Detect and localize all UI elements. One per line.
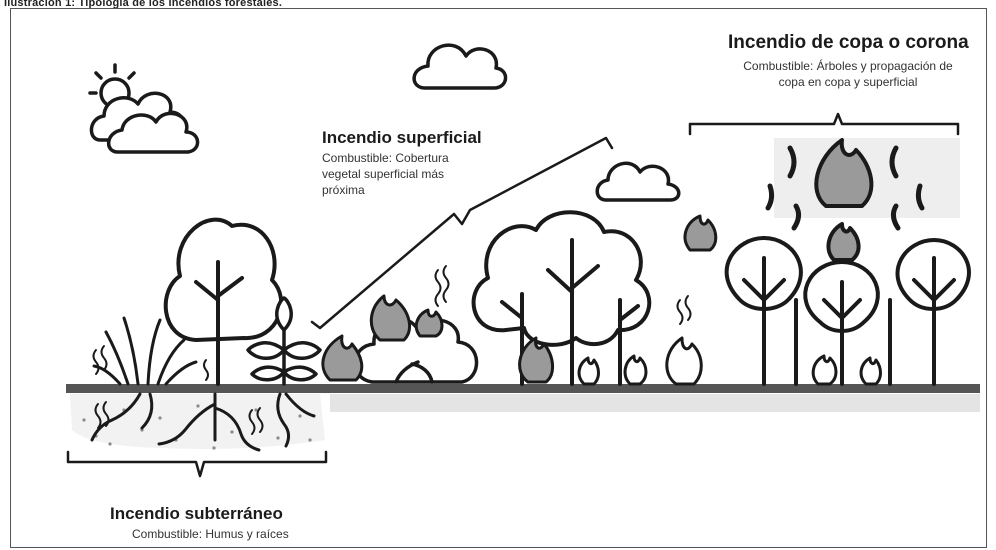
- cloud-icon: [595, 161, 681, 202]
- surface-fire-fuel-line2: vegetal superficial más: [322, 167, 445, 181]
- crown-fire-fuel: Combustible: Árboles y propagación de co…: [708, 58, 988, 90]
- tree-icon: [163, 217, 284, 386]
- tree-icon: [724, 236, 803, 386]
- crown-fire-fuel-line2: copa en copa y superficial: [778, 75, 918, 89]
- surface-fire-fuel: Combustible: Cobertura vegetal superfici…: [322, 150, 522, 198]
- surface-fire-fuel-line3: próxima: [322, 183, 365, 197]
- underground-fire-bracket: [66, 450, 328, 478]
- flame-icon: [814, 138, 874, 262]
- tree-icon: [794, 298, 892, 386]
- figure-caption: Ilustración 1: Tipología de los incendio…: [4, 0, 283, 9]
- ground: [66, 384, 980, 412]
- surface-fire-title: Incendio superficial: [322, 128, 482, 147]
- heat-wave-icon: [765, 145, 925, 231]
- heat-wave-icon: [676, 295, 692, 325]
- surface-fire-bracket: [310, 136, 614, 330]
- tree-icon: [471, 210, 652, 386]
- soil-layer: [70, 392, 325, 452]
- flame-icon: [811, 354, 882, 386]
- flame-icon: [321, 294, 444, 382]
- flame-icon: [518, 214, 718, 386]
- cloud-icon: [412, 43, 508, 90]
- roots-icon: [90, 392, 316, 452]
- surface-fire-fuel-line1: Combustible: Cobertura: [322, 151, 449, 165]
- plant-icon: [246, 296, 322, 386]
- crown-fire-bracket: [688, 112, 960, 136]
- tree-icon: [895, 238, 971, 386]
- crown-fire-title: Incendio de copa o corona: [728, 32, 969, 53]
- underground-fire-fuel: Combustible: Humus y raíces: [132, 527, 289, 541]
- grass-icon: [92, 316, 198, 386]
- heat-wave-icon: [434, 265, 450, 307]
- tree-icon: [803, 260, 880, 386]
- sun-cloud-icon: [88, 63, 200, 154]
- heat-wave-icon: [92, 345, 209, 381]
- crown-fire-fuel-line1: Combustible: Árboles y propagación de: [743, 59, 953, 73]
- underground-fire-title: Incendio subterráneo: [110, 504, 283, 523]
- diagram-frame: [10, 8, 987, 548]
